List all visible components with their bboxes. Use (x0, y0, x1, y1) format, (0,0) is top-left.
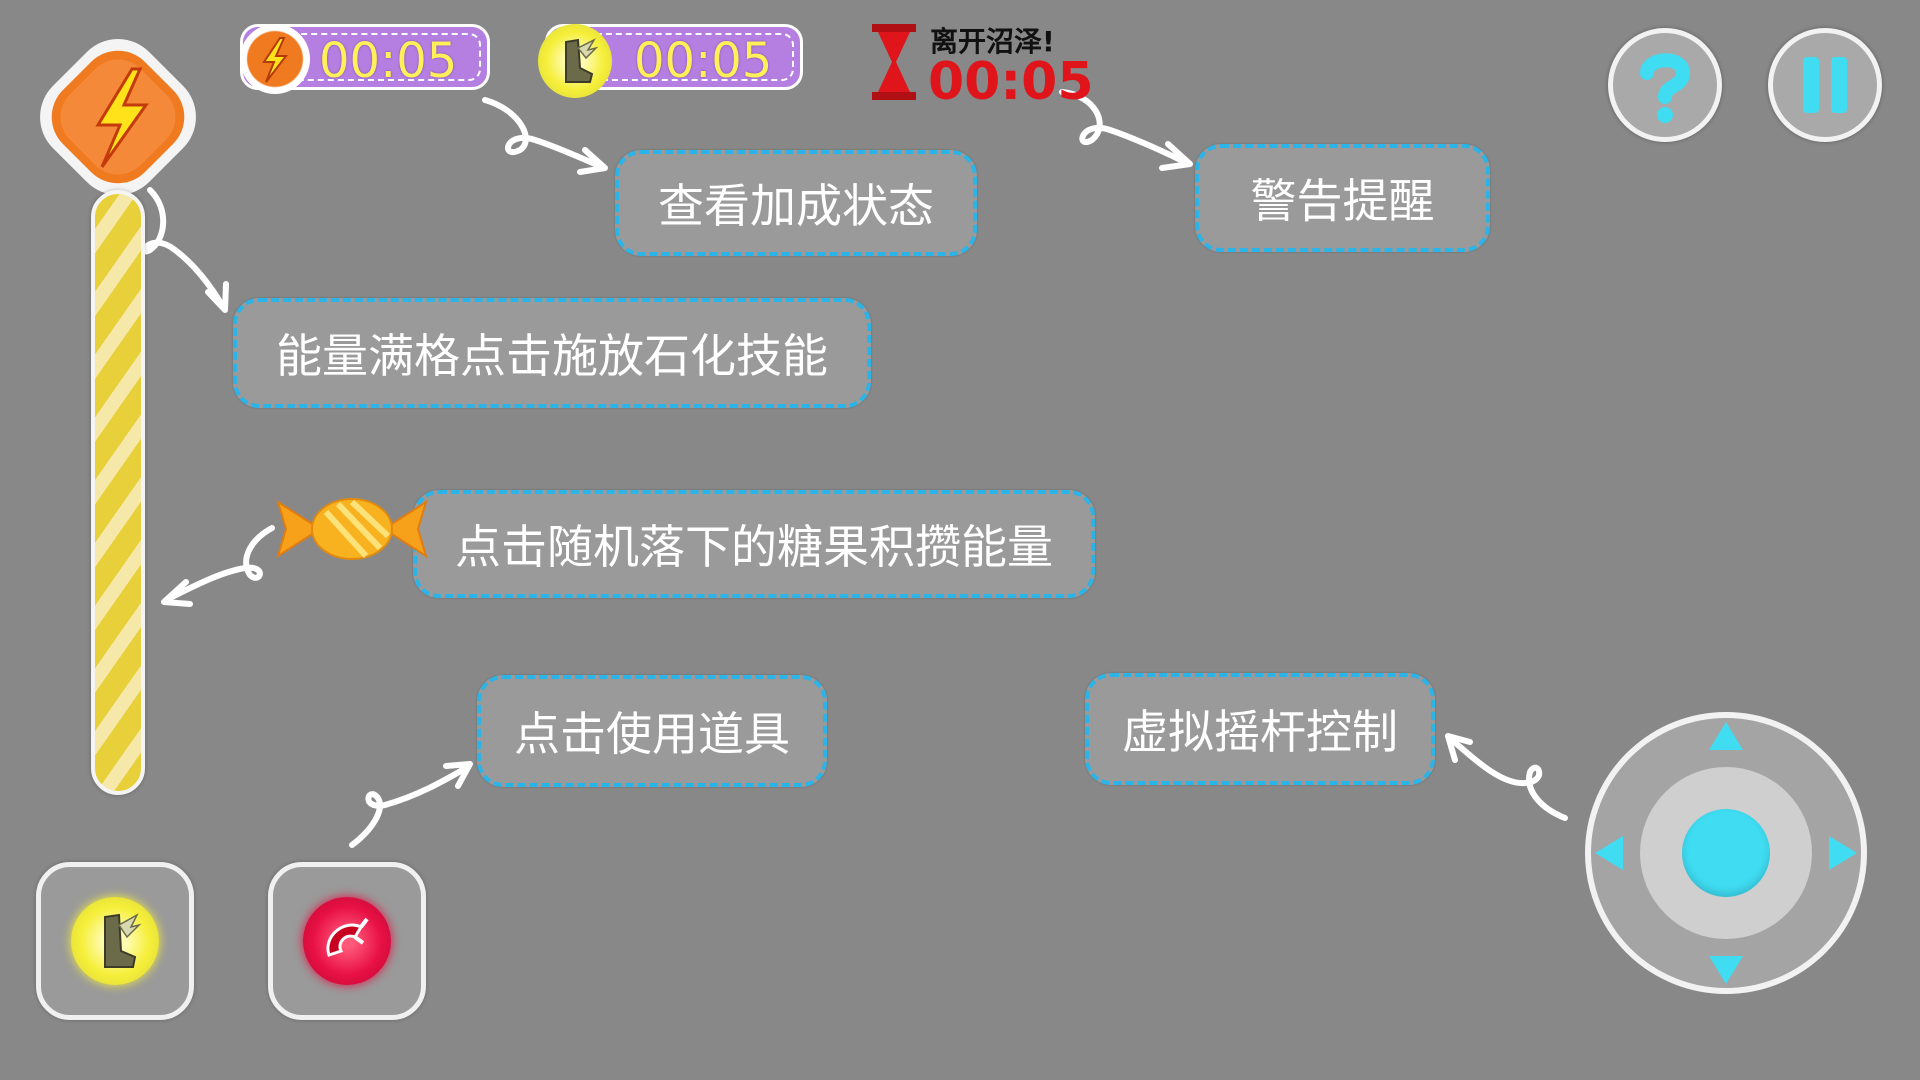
arrow-left-icon (1595, 836, 1623, 870)
tooltip-joystick: 虚拟摇杆控制 (1085, 673, 1435, 785)
energy-bar (91, 190, 145, 795)
candy-icon[interactable] (272, 488, 432, 570)
tooltip-buff-status: 查看加成状态 (615, 150, 977, 256)
joystick-knob[interactable] (1682, 809, 1770, 897)
tooltip-use-item: 点击使用道具 (477, 675, 827, 787)
arrow-down-icon (1709, 956, 1743, 984)
energy-skill-button[interactable] (28, 27, 208, 207)
tooltip-warning: 警告提醒 (1195, 144, 1490, 252)
pause-icon (1803, 57, 1847, 113)
power-timer: 00:05 (319, 33, 458, 89)
item-slot-magnet[interactable] (268, 862, 426, 1020)
lightning-bolt-icon (262, 37, 289, 83)
magnet-icon (326, 917, 369, 957)
help-button[interactable] (1608, 28, 1722, 142)
joystick-direction-arrows (1595, 722, 1857, 984)
arrow-right-icon (1829, 836, 1857, 870)
boot-status-icon (538, 24, 612, 98)
winged-boot-icon (565, 38, 599, 83)
lightning-bolt-icon (40, 39, 196, 195)
warning-label: 离开沼泽! (930, 25, 1055, 58)
arrow-up-icon (1709, 722, 1743, 750)
boot-timer: 00:05 (634, 33, 773, 89)
tooltip-energy-full: 能量满格点击施放石化技能 (233, 298, 871, 408)
pause-button[interactable] (1768, 28, 1882, 142)
winged-boot-icon (104, 913, 142, 968)
item-slot-boot[interactable] (36, 862, 194, 1020)
power-status-icon (240, 24, 310, 94)
tooltip-candy: 点击随机落下的糖果积攒能量 (413, 490, 1095, 598)
question-mark-icon (1640, 53, 1691, 123)
warning-timer: 00:05 (928, 52, 1094, 112)
hourglass-icon (872, 24, 916, 100)
